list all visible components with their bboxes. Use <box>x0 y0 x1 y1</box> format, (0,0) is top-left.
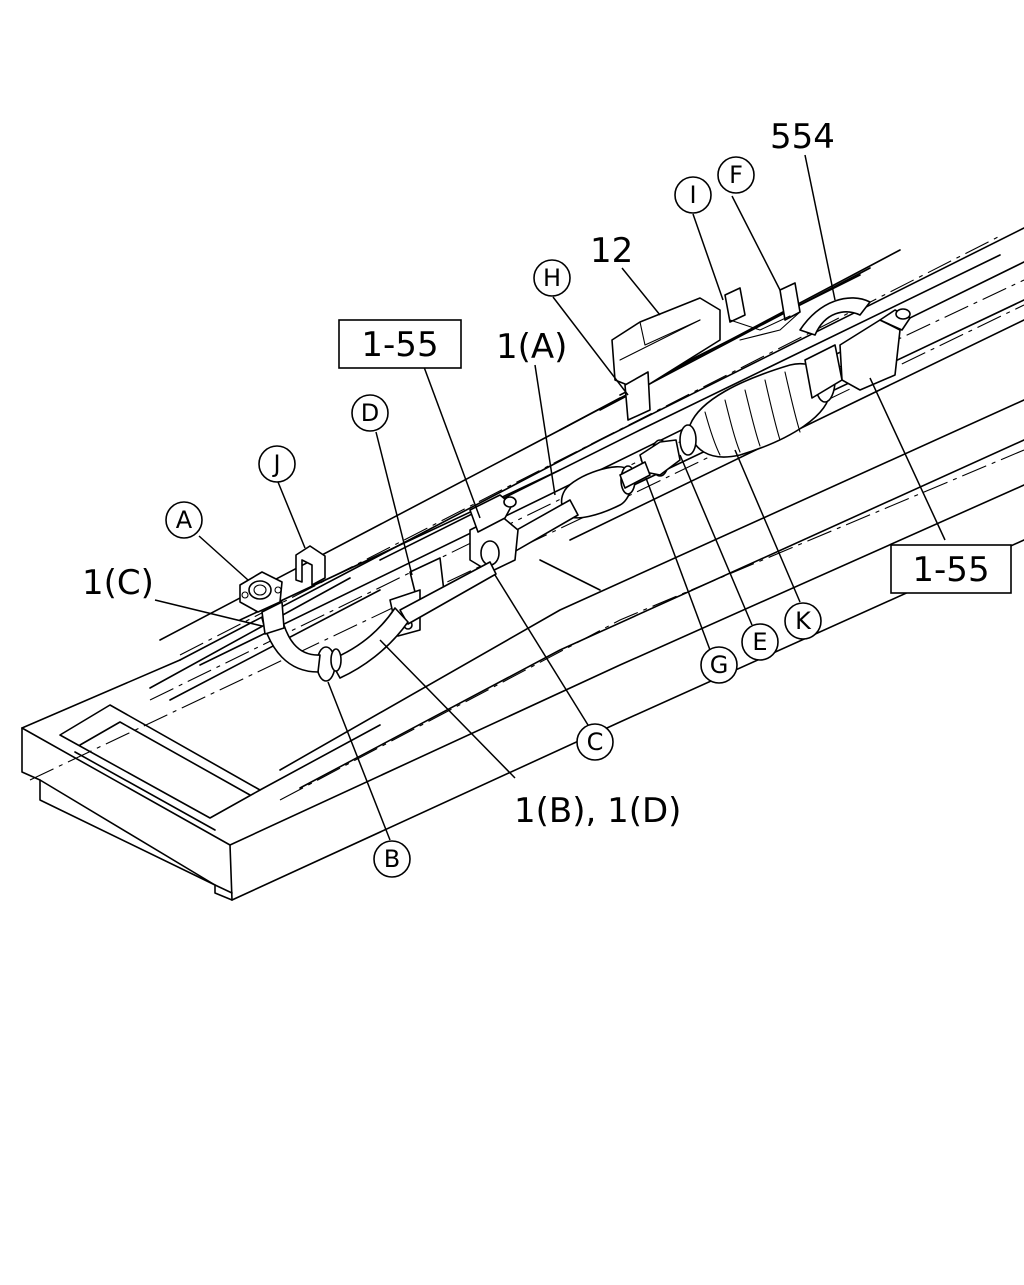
reference-box-right: 1-55 <box>890 544 1012 594</box>
label-part-1b-1d: 1(B), 1(D) <box>514 791 681 831</box>
bracket-j <box>295 545 326 586</box>
leader-lines <box>154 154 946 841</box>
label-part-1a: 1(A) <box>496 327 567 367</box>
callout-k: K <box>784 602 822 640</box>
svg-text:C: C <box>587 728 604 756</box>
bracket-h <box>624 371 651 421</box>
svg-text:H: H <box>543 264 561 292</box>
label-part-12: 12 <box>590 231 633 271</box>
callout-a: A <box>165 501 203 539</box>
callout-i: I <box>674 176 712 214</box>
callout-e: E <box>741 623 779 661</box>
svg-text:D: D <box>361 399 379 427</box>
callout-b: B <box>373 840 411 878</box>
svg-text:B: B <box>384 845 400 873</box>
callout-g: G <box>700 646 738 684</box>
callout-f: F <box>717 156 755 194</box>
middle-pipe <box>469 424 697 573</box>
vehicle-frame <box>21 227 1024 901</box>
heat-shield <box>611 297 721 391</box>
svg-text:K: K <box>795 607 812 635</box>
callout-j: J <box>258 445 296 483</box>
callout-d: D <box>351 394 389 432</box>
svg-text:I: I <box>689 181 696 209</box>
catalytic-converter <box>689 344 843 458</box>
hanger-brackets-rear <box>724 282 801 341</box>
rear-pipe-554 <box>799 297 911 391</box>
label-part-1c: 1(C) <box>82 563 154 603</box>
svg-text:J: J <box>271 450 280 478</box>
reference-box-left: 1-55 <box>338 319 462 369</box>
reference-label-right: 1-55 <box>912 550 989 590</box>
callout-h: H <box>533 259 571 297</box>
svg-text:E: E <box>752 628 767 656</box>
front-pipe <box>239 557 497 682</box>
reference-label-left: 1-55 <box>361 325 438 365</box>
svg-text:F: F <box>729 161 743 189</box>
svg-text:A: A <box>176 506 193 534</box>
callout-c: C <box>576 723 614 761</box>
label-part-554: 554 <box>770 117 835 157</box>
svg-text:G: G <box>710 651 729 679</box>
